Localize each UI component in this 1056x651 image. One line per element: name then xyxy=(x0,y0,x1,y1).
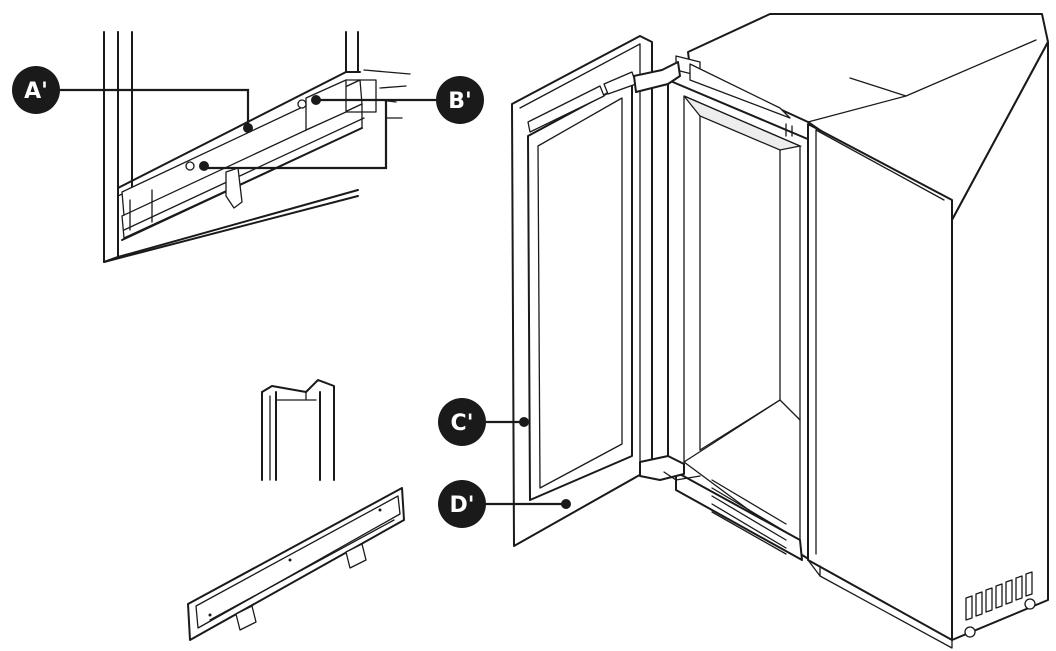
callout-a-label: A' xyxy=(24,79,48,104)
trim-strip xyxy=(261,379,335,481)
callout-c: C' xyxy=(438,398,486,446)
callout-a-anchor xyxy=(243,123,253,133)
side-vents xyxy=(965,571,1033,621)
callout-c-anchor xyxy=(519,417,529,427)
callout-a: A' xyxy=(12,66,60,114)
callout-b-label: B' xyxy=(448,89,472,114)
callout-d-anchor xyxy=(561,499,571,509)
open-door-panel xyxy=(511,35,701,547)
cabinet-interior xyxy=(667,55,811,561)
callout-b-anchor-lower xyxy=(199,161,209,171)
front-grille xyxy=(675,471,803,561)
right-door xyxy=(807,123,953,649)
callout-b: B' xyxy=(436,76,484,124)
refrigerator-cabinet xyxy=(687,13,1049,641)
door-bracket-detail xyxy=(103,31,411,263)
callout-d: D' xyxy=(438,480,486,528)
callout-c-label: C' xyxy=(451,411,474,436)
callout-b-anchor-upper xyxy=(311,95,321,105)
kickplate-bracket xyxy=(187,487,405,641)
callout-leaders xyxy=(60,88,571,509)
callout-d-label: D' xyxy=(450,493,475,518)
